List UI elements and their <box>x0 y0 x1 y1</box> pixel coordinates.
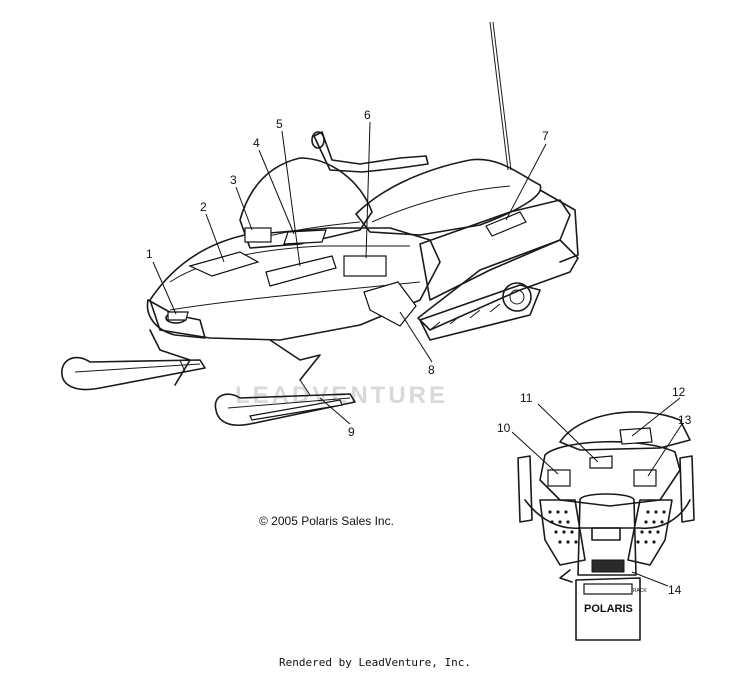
callout-6: 6 <box>364 108 371 259</box>
callout-4: 4 <box>253 136 295 235</box>
decal-8-side-panel <box>363 281 417 327</box>
callout-7: 7 <box>505 129 549 221</box>
decal-14-flap <box>583 583 633 595</box>
decal-13-rear-right <box>633 469 657 487</box>
callout-label-7: 7 <box>542 129 549 143</box>
decal-5-hood-side <box>265 255 337 287</box>
callout-label-4: 4 <box>253 136 260 150</box>
decal-10-rear-left <box>547 469 571 487</box>
callout-label-8: 8 <box>428 363 435 377</box>
decal-7-tunnel <box>485 211 527 237</box>
decal-shapes-rear <box>547 427 657 595</box>
callout-label-3: 3 <box>230 173 237 187</box>
rear-flap-brand-text: POLARIS <box>584 603 633 615</box>
snowmobile-side-view <box>61 21 579 426</box>
callout-9: 9 <box>319 397 355 439</box>
decal-12-rear-seat <box>619 427 653 445</box>
callout-10: 10 <box>497 421 559 475</box>
decal-shapes-main <box>167 211 527 421</box>
callout-11: 11 <box>520 391 599 463</box>
decal-1-nose <box>167 311 189 321</box>
decal-4-hood-top <box>283 229 327 245</box>
perforation-dots <box>548 510 666 544</box>
decal-3-windshield <box>244 227 272 243</box>
callout-label-14: 14 <box>668 583 682 597</box>
decal-2-hood-left <box>188 251 260 277</box>
callout-2: 2 <box>200 200 225 263</box>
callout-label-11: 11 <box>520 391 533 405</box>
callout-1: 1 <box>146 247 177 315</box>
callout-3: 3 <box>230 173 253 231</box>
callout-label-13: 13 <box>678 413 692 427</box>
callout-label-9: 9 <box>348 425 355 439</box>
callout-13: 13 <box>647 413 692 477</box>
decal-6-panel <box>343 255 387 277</box>
copyright-text: © 2005 Polaris Sales Inc. <box>259 514 394 528</box>
decal-9-ski-rail <box>249 399 343 421</box>
callout-label-6: 6 <box>364 108 371 122</box>
callout-label-10: 10 <box>497 421 511 435</box>
callout-label-1: 1 <box>146 247 153 261</box>
callout-8: 8 <box>399 311 435 377</box>
callout-label-12: 12 <box>672 385 686 399</box>
callout-12: 12 <box>631 385 686 437</box>
callout-label-2: 2 <box>200 200 207 214</box>
callout-label-5: 5 <box>276 117 283 131</box>
rendered-by-footer: Rendered by LeadVenture, Inc. <box>278 656 472 669</box>
callout-14: 14 <box>631 571 682 597</box>
snowmobile-rear-view: ⚠ STAY CLEAR OF TRACK POLARIS <box>517 411 695 641</box>
callout-5: 5 <box>276 117 301 267</box>
